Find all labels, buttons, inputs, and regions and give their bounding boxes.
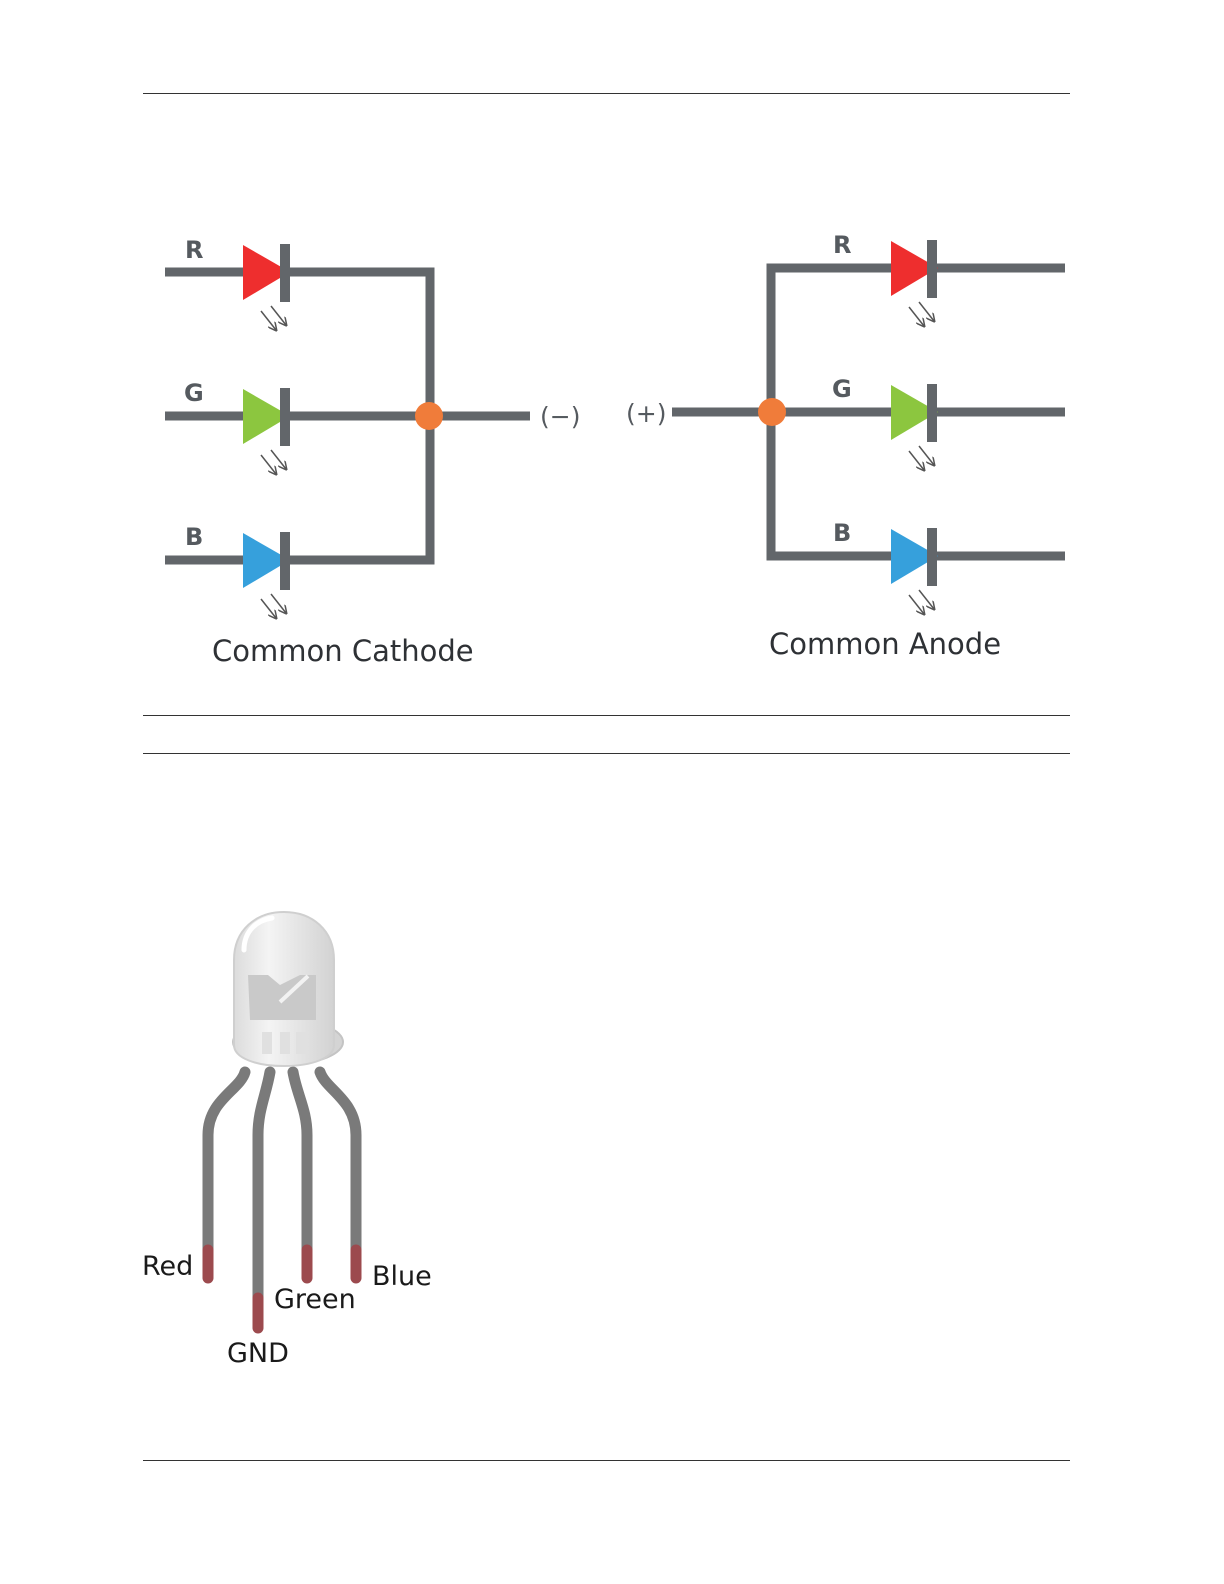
lead-red — [208, 1072, 245, 1250]
pin-label-gnd: GND — [227, 1338, 289, 1369]
lead-blue — [320, 1072, 356, 1250]
led-leads — [208, 1072, 356, 1300]
pin-label-green: Green — [274, 1284, 356, 1315]
pin-label-blue: Blue — [372, 1261, 432, 1292]
pin-label-red: Red — [142, 1251, 193, 1282]
led-body — [233, 912, 343, 1066]
lead-green — [293, 1072, 307, 1250]
lead-gnd — [258, 1072, 270, 1300]
